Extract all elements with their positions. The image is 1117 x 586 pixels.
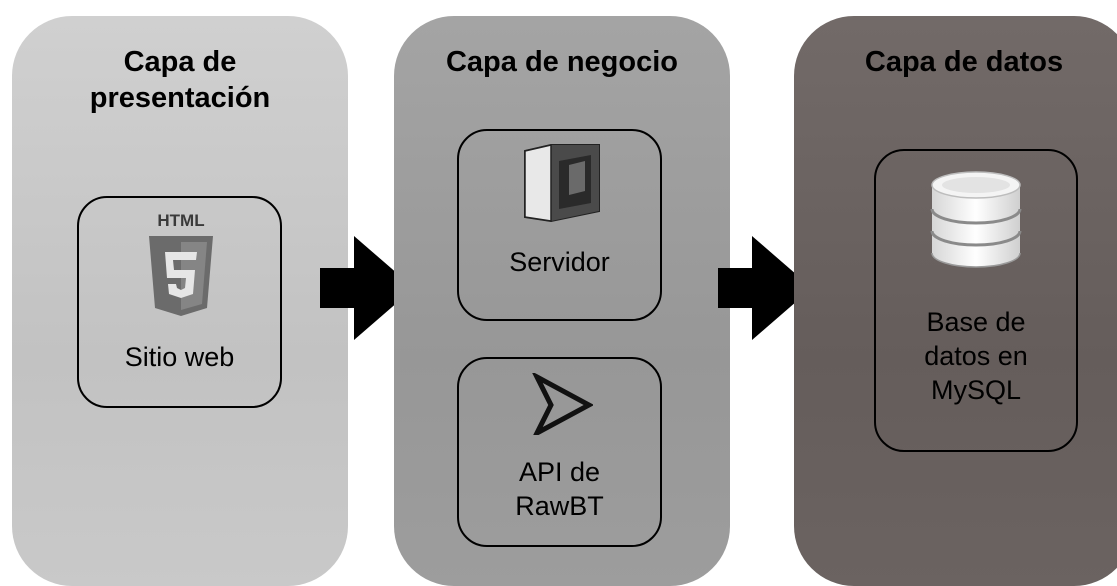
business-layer-title: Capa de negocio [445,46,679,78]
rawbt-api-label-line-1: API de [518,457,601,487]
mysql-database-label: Base de datos en MySQL [876,305,1076,407]
flow-arrow-icon [718,236,812,340]
server-icon [524,144,600,223]
data-layer-panel: Capa de datos Base de datos en MySQL [794,16,1117,586]
website-label: Sitio web [124,342,235,372]
database-icon [930,171,1022,268]
website-box: HTML Sitio web [77,196,282,408]
rawbt-api-box: API de RawBT [457,357,662,547]
mysql-label-line-2: datos en [924,341,1028,371]
rawbt-api-label: API de RawBT [459,455,660,523]
mysql-database-box: Base de datos en MySQL [874,149,1078,452]
html5-icon-text: HTML [157,211,204,230]
presentation-title-line-1: Capa de [123,46,237,78]
mysql-label-line-1: Base de [926,307,1026,337]
rawbt-api-label-line-2: RawBT [515,491,604,521]
mysql-label-line-3: MySQL [930,375,1022,405]
server-label: Servidor [509,247,610,277]
server-box: Servidor [457,129,662,321]
presentation-title-line-2: presentación [89,82,271,114]
business-layer-panel: Capa de negocio Servidor API de RawBT [394,16,730,586]
send-arrow-icon [532,373,593,435]
data-layer-title: Capa de datos [864,46,1064,78]
presentation-layer-title: Capa de presentación [12,44,348,116]
html5-icon: HTML [149,211,213,316]
presentation-layer-panel: Capa de presentación HTML Sitio web [12,16,348,586]
flow-arrow-icon [320,236,414,340]
